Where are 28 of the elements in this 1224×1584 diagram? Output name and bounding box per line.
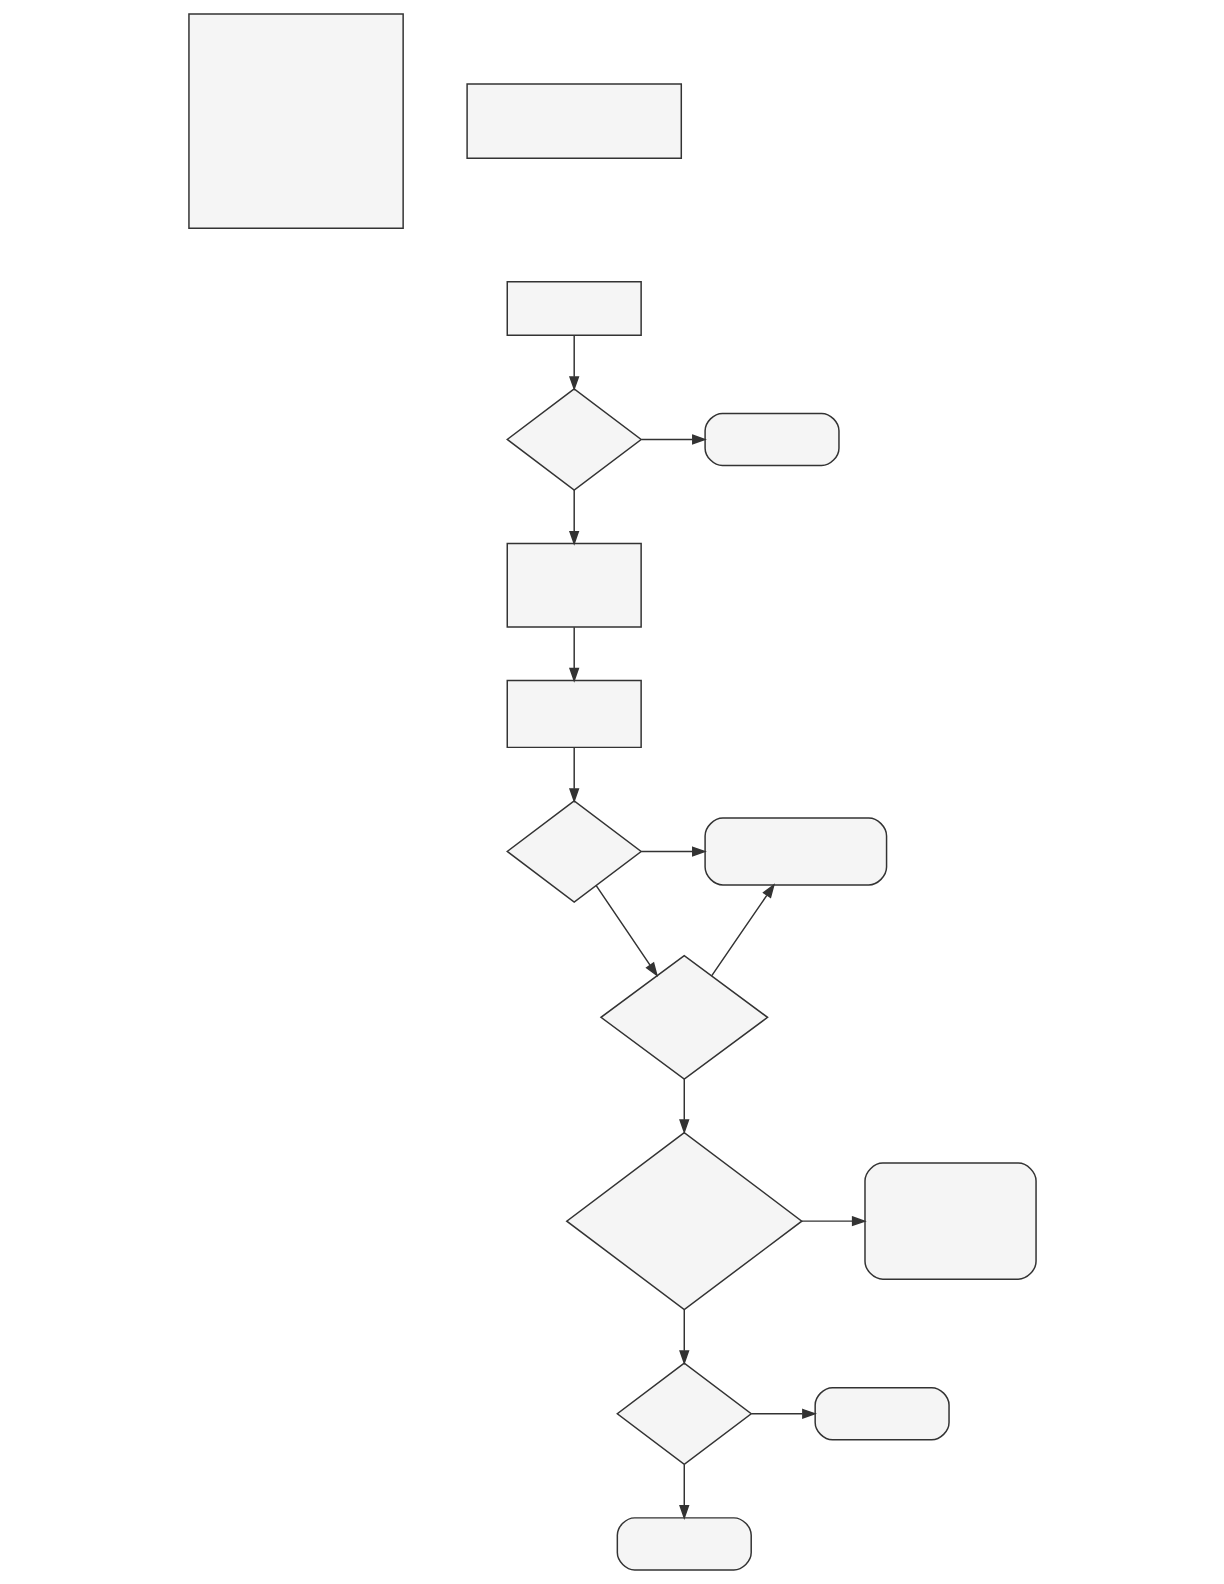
arrow <box>568 489 579 546</box>
node-stadium <box>813 1386 950 1441</box>
node-stadium <box>703 817 887 886</box>
arrow <box>678 1464 689 1520</box>
node-diamond <box>565 1131 803 1311</box>
arrow <box>568 335 579 392</box>
node-stadium <box>616 1517 752 1571</box>
arrow <box>800 1215 867 1227</box>
arrow <box>678 1078 689 1135</box>
arrow <box>640 846 707 857</box>
node-stadium <box>863 1162 1037 1280</box>
arrow <box>568 626 579 683</box>
node-diamond <box>505 800 642 903</box>
arrow <box>750 1408 817 1419</box>
node-stadium <box>703 412 840 467</box>
arrow <box>710 883 775 977</box>
node-box <box>465 83 682 160</box>
arrow <box>678 1308 689 1366</box>
node-box <box>187 13 404 229</box>
node-box <box>506 679 642 749</box>
node-diamond <box>505 387 642 491</box>
node-box <box>506 281 642 337</box>
node-diamond <box>615 1362 752 1466</box>
node-box <box>506 542 642 628</box>
arrow <box>594 884 658 978</box>
node-diamond <box>599 954 769 1080</box>
arrow <box>640 434 707 445</box>
arrow <box>568 747 579 804</box>
